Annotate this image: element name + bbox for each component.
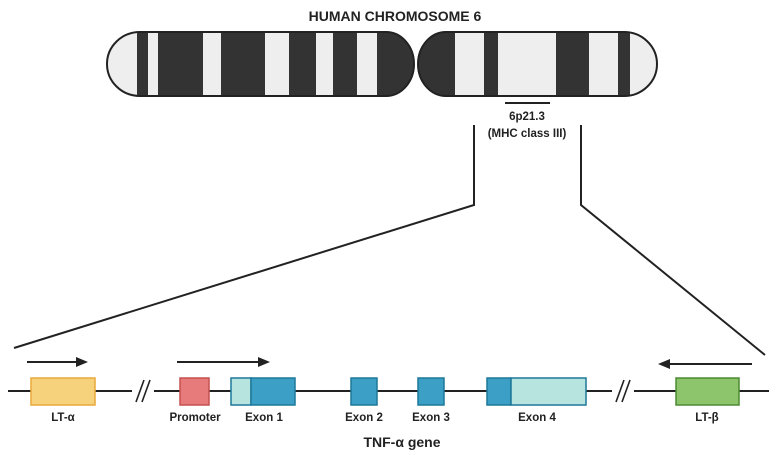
- band-dark: [618, 32, 630, 96]
- lt-beta-box: [675, 377, 740, 406]
- band-dark: [333, 32, 357, 96]
- exon-4-box: [486, 377, 587, 406]
- band-dark: [289, 32, 316, 96]
- chromosome-title: HUMAN CHROMOSOME 6: [309, 8, 482, 24]
- band-locus-label: 6p21.3: [509, 111, 545, 123]
- zoom-line-left: [13, 125, 475, 349]
- band-dark: [221, 32, 265, 96]
- exon-1-box: [230, 377, 296, 406]
- exon-1-label: Exon 1: [245, 412, 283, 424]
- gene-label: TNF-α gene: [363, 434, 440, 450]
- band-dark: [137, 32, 148, 96]
- arrow-tnf: [177, 357, 270, 367]
- band-dark: [418, 32, 455, 96]
- band-dark: [556, 32, 589, 96]
- lt-alpha-label: LT-α: [51, 412, 74, 424]
- arrow-lt-alpha: [27, 357, 88, 367]
- exon-2-label: Exon 2: [345, 412, 383, 424]
- chromosome-q-arm: [417, 31, 658, 97]
- exon-2-box: [350, 377, 378, 406]
- exon-3-label: Exon 3: [412, 412, 450, 424]
- chromosome-p-arm: [106, 31, 415, 97]
- exon-4-label: Exon 4: [518, 412, 556, 424]
- arrow-lt-beta: [658, 359, 752, 369]
- promoter-label: Promoter: [169, 412, 221, 424]
- break-marker: [612, 378, 634, 404]
- zoom-line-right: [580, 125, 766, 356]
- band-region-label: (MHC class III): [488, 128, 567, 140]
- band-dark: [377, 32, 414, 96]
- promoter-box: [179, 377, 210, 406]
- exon-3-box: [417, 377, 445, 406]
- band-dark: [158, 32, 203, 96]
- lt-alpha-box: [30, 377, 96, 406]
- lt-beta-label: LT-β: [695, 412, 718, 424]
- break-marker: [132, 378, 154, 404]
- band-dark: [484, 32, 498, 96]
